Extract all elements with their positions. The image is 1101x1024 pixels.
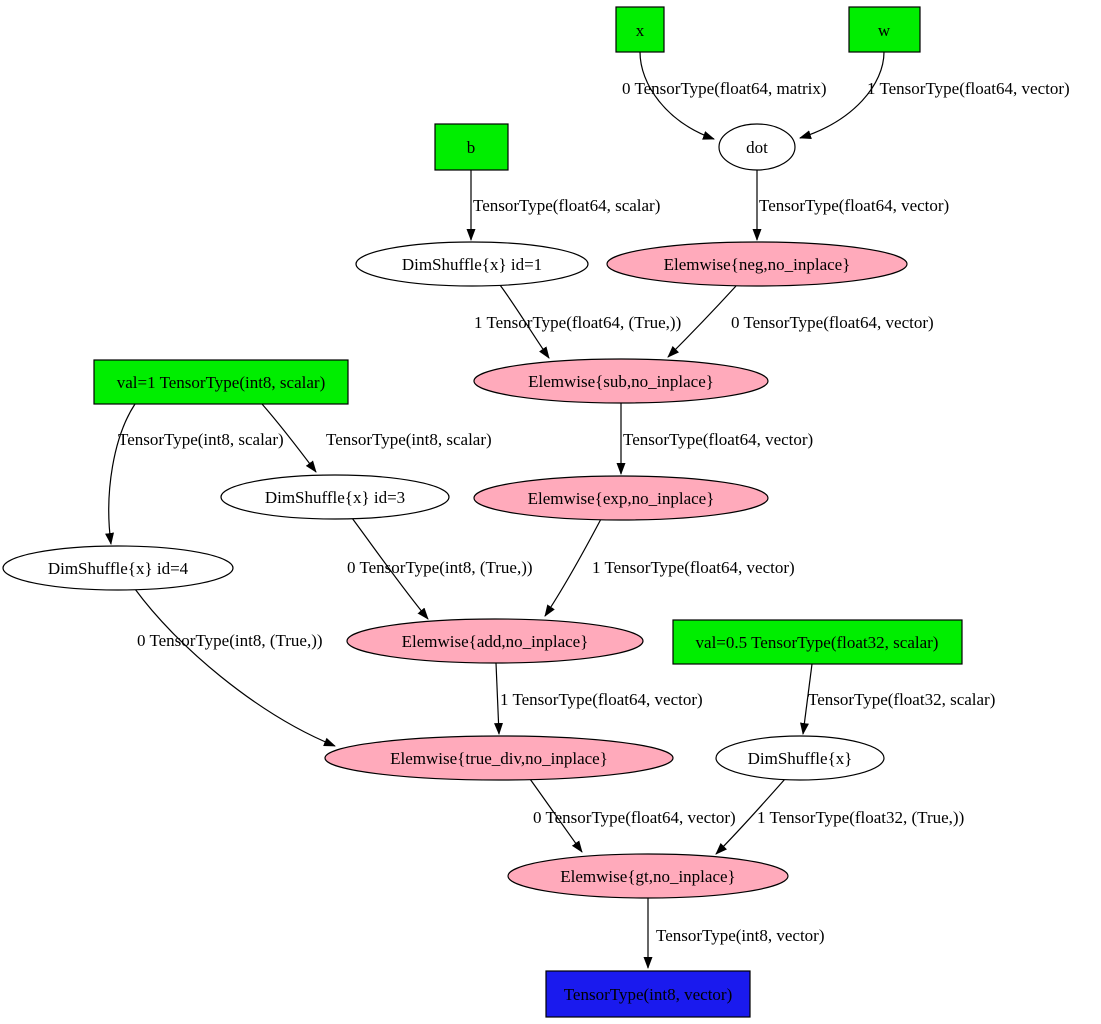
node-label: Elemwise{gt,no_inplace} [560, 867, 735, 886]
node-dimshuffle-id1: DimShuffle{x} id=1 [355, 241, 589, 287]
edge-val1-to-dimshuffle4: TensorType(int8, scalar) [105, 403, 284, 545]
node-label: val=0.5 TensorType(float32, scalar) [696, 633, 939, 652]
node-dimshuffle-id4: DimShuffle{x} id=4 [2, 545, 234, 591]
node-output: TensorType(int8, vector) [545, 970, 751, 1018]
node-label: Elemwise{exp,no_inplace} [528, 489, 715, 508]
node-label: dot [746, 138, 768, 157]
edge-label: TensorType(int8, scalar) [118, 430, 284, 449]
edge-dimshufflef-to-gt: 1 TensorType(float32, (True,)) [715, 778, 964, 855]
edge-line [639, 51, 715, 140]
node-label: Elemwise{add,no_inplace} [402, 632, 589, 651]
edge-label: 1 TensorType(float64, vector) [592, 558, 795, 577]
node-elemwise-sub: Elemwise{sub,no_inplace} [473, 358, 769, 404]
edge-label: TensorType(int8, scalar) [326, 430, 492, 449]
node-label: b [467, 138, 476, 157]
apply-ellipse [715, 735, 885, 781]
edge-label: 1 TensorType(float64, (True,)) [474, 313, 681, 332]
input-box [615, 6, 665, 53]
node-dimshuffle-id3: DimShuffle{x} id=3 [220, 474, 450, 520]
op-ellipse [346, 618, 644, 664]
edge-val05-to-dimshufflef: TensorType(float32, scalar) [800, 663, 995, 735]
edge-label: 0 TensorType(float64, vector) [533, 808, 736, 827]
edge-line [667, 285, 737, 358]
node-label: DimShuffle{x} [748, 749, 853, 768]
edge-label: 1 TensorType(float32, (True,)) [757, 808, 964, 827]
edge-label: TensorType(float64, vector) [623, 430, 813, 449]
edge-dimshuffle4-to-truediv: 0 TensorType(int8, (True,)) [134, 588, 336, 747]
edge-line [494, 662, 504, 735]
edge-line [544, 518, 602, 617]
input-box [93, 359, 349, 405]
node-dot: dot [718, 123, 796, 171]
edge-label: 1 TensorType(float64, vector) [867, 79, 1070, 98]
edge-add-to-truediv: 1 TensorType(float64, vector) [494, 662, 703, 735]
node-label: DimShuffle{x} id=4 [48, 559, 189, 578]
output-box [545, 970, 751, 1018]
edge-label: 0 TensorType(int8, (True,)) [137, 631, 323, 650]
node-val05: val=0.5 TensorType(float32, scalar) [672, 619, 963, 665]
node-elemwise-exp: Elemwise{exp,no_inplace} [473, 475, 769, 521]
edge-sub-to-exp: TensorType(float64, vector) [616, 403, 813, 475]
node-elemwise-gt: Elemwise{gt,no_inplace} [507, 853, 789, 899]
apply-ellipse [355, 241, 589, 287]
edge-label: 0 TensorType(float64, vector) [731, 313, 934, 332]
edge-neg-to-sub: 0 TensorType(float64, vector) [667, 285, 934, 358]
edge-label: TensorType(float32, scalar) [808, 690, 995, 709]
edge-line [499, 284, 550, 359]
node-val1: val=1 TensorType(int8, scalar) [93, 359, 349, 405]
op-ellipse [473, 358, 769, 404]
node-elemwise-truediv: Elemwise{true_div,no_inplace} [324, 735, 674, 781]
edge-dimshuffle3-to-add: 0 TensorType(int8, (True,)) [347, 517, 533, 620]
edge-dot-to-neg: TensorType(float64, vector) [752, 170, 949, 241]
edge-line [105, 403, 136, 545]
edge-label: TensorType(float64, vector) [759, 196, 949, 215]
op-ellipse [507, 853, 789, 899]
op-ellipse [324, 735, 674, 781]
node-elemwise-neg: Elemwise{neg,no_inplace} [606, 241, 908, 287]
op-ellipse [606, 241, 908, 287]
edge-line [529, 778, 583, 853]
input-box [672, 619, 963, 665]
edge-line [800, 663, 813, 735]
input-box [434, 123, 509, 171]
edge-label: TensorType(float64, scalar) [473, 196, 660, 215]
edge-truediv-to-gt: 0 TensorType(float64, vector) [529, 778, 736, 853]
apply-ellipse [718, 123, 796, 171]
edge-label: TensorType(int8, vector) [656, 926, 825, 945]
node-label: TensorType(int8, vector) [564, 985, 733, 1004]
edge-line [799, 51, 885, 139]
node-dimshuffle-final: DimShuffle{x} [715, 735, 885, 781]
edge-label: 0 TensorType(int8, (True,)) [347, 558, 533, 577]
node-x: x [615, 6, 665, 53]
node-label: Elemwise{sub,no_inplace} [528, 372, 714, 391]
apply-ellipse [2, 545, 234, 591]
node-label: DimShuffle{x} id=1 [402, 255, 542, 274]
node-label: Elemwise{neg,no_inplace} [664, 255, 851, 274]
edge-x-to-dot: 0 TensorType(float64, matrix) [622, 51, 827, 140]
apply-ellipse [220, 474, 450, 520]
node-label: Elemwise{true_div,no_inplace} [390, 749, 608, 768]
node-label: x [636, 21, 645, 40]
edge-line [261, 403, 317, 473]
edge-dimshuffle1-to-sub: 1 TensorType(float64, (True,)) [474, 284, 681, 359]
edge-label: 0 TensorType(float64, matrix) [622, 79, 827, 98]
op-ellipse [473, 475, 769, 521]
edge-line [351, 517, 429, 620]
edge-line [134, 588, 336, 747]
edge-gt-to-output: TensorType(int8, vector) [643, 898, 825, 969]
edge-val1-to-dimshuffle3: TensorType(int8, scalar) [261, 403, 492, 473]
edge-label: 1 TensorType(float64, vector) [500, 690, 703, 709]
node-label: DimShuffle{x} id=3 [265, 488, 405, 507]
node-elemwise-add: Elemwise{add,no_inplace} [346, 618, 644, 664]
node-label: val=1 TensorType(int8, scalar) [117, 373, 325, 392]
node-b: b [434, 123, 509, 171]
node-w: w [848, 6, 921, 53]
edge-line [715, 778, 786, 855]
edge-b-to-dimshuffle1: TensorType(float64, scalar) [466, 170, 660, 241]
edge-exp-to-add: 1 TensorType(float64, vector) [544, 518, 795, 617]
input-box [848, 6, 921, 53]
edge-w-to-dot: 1 TensorType(float64, vector) [799, 51, 1070, 139]
node-label: w [878, 21, 891, 40]
